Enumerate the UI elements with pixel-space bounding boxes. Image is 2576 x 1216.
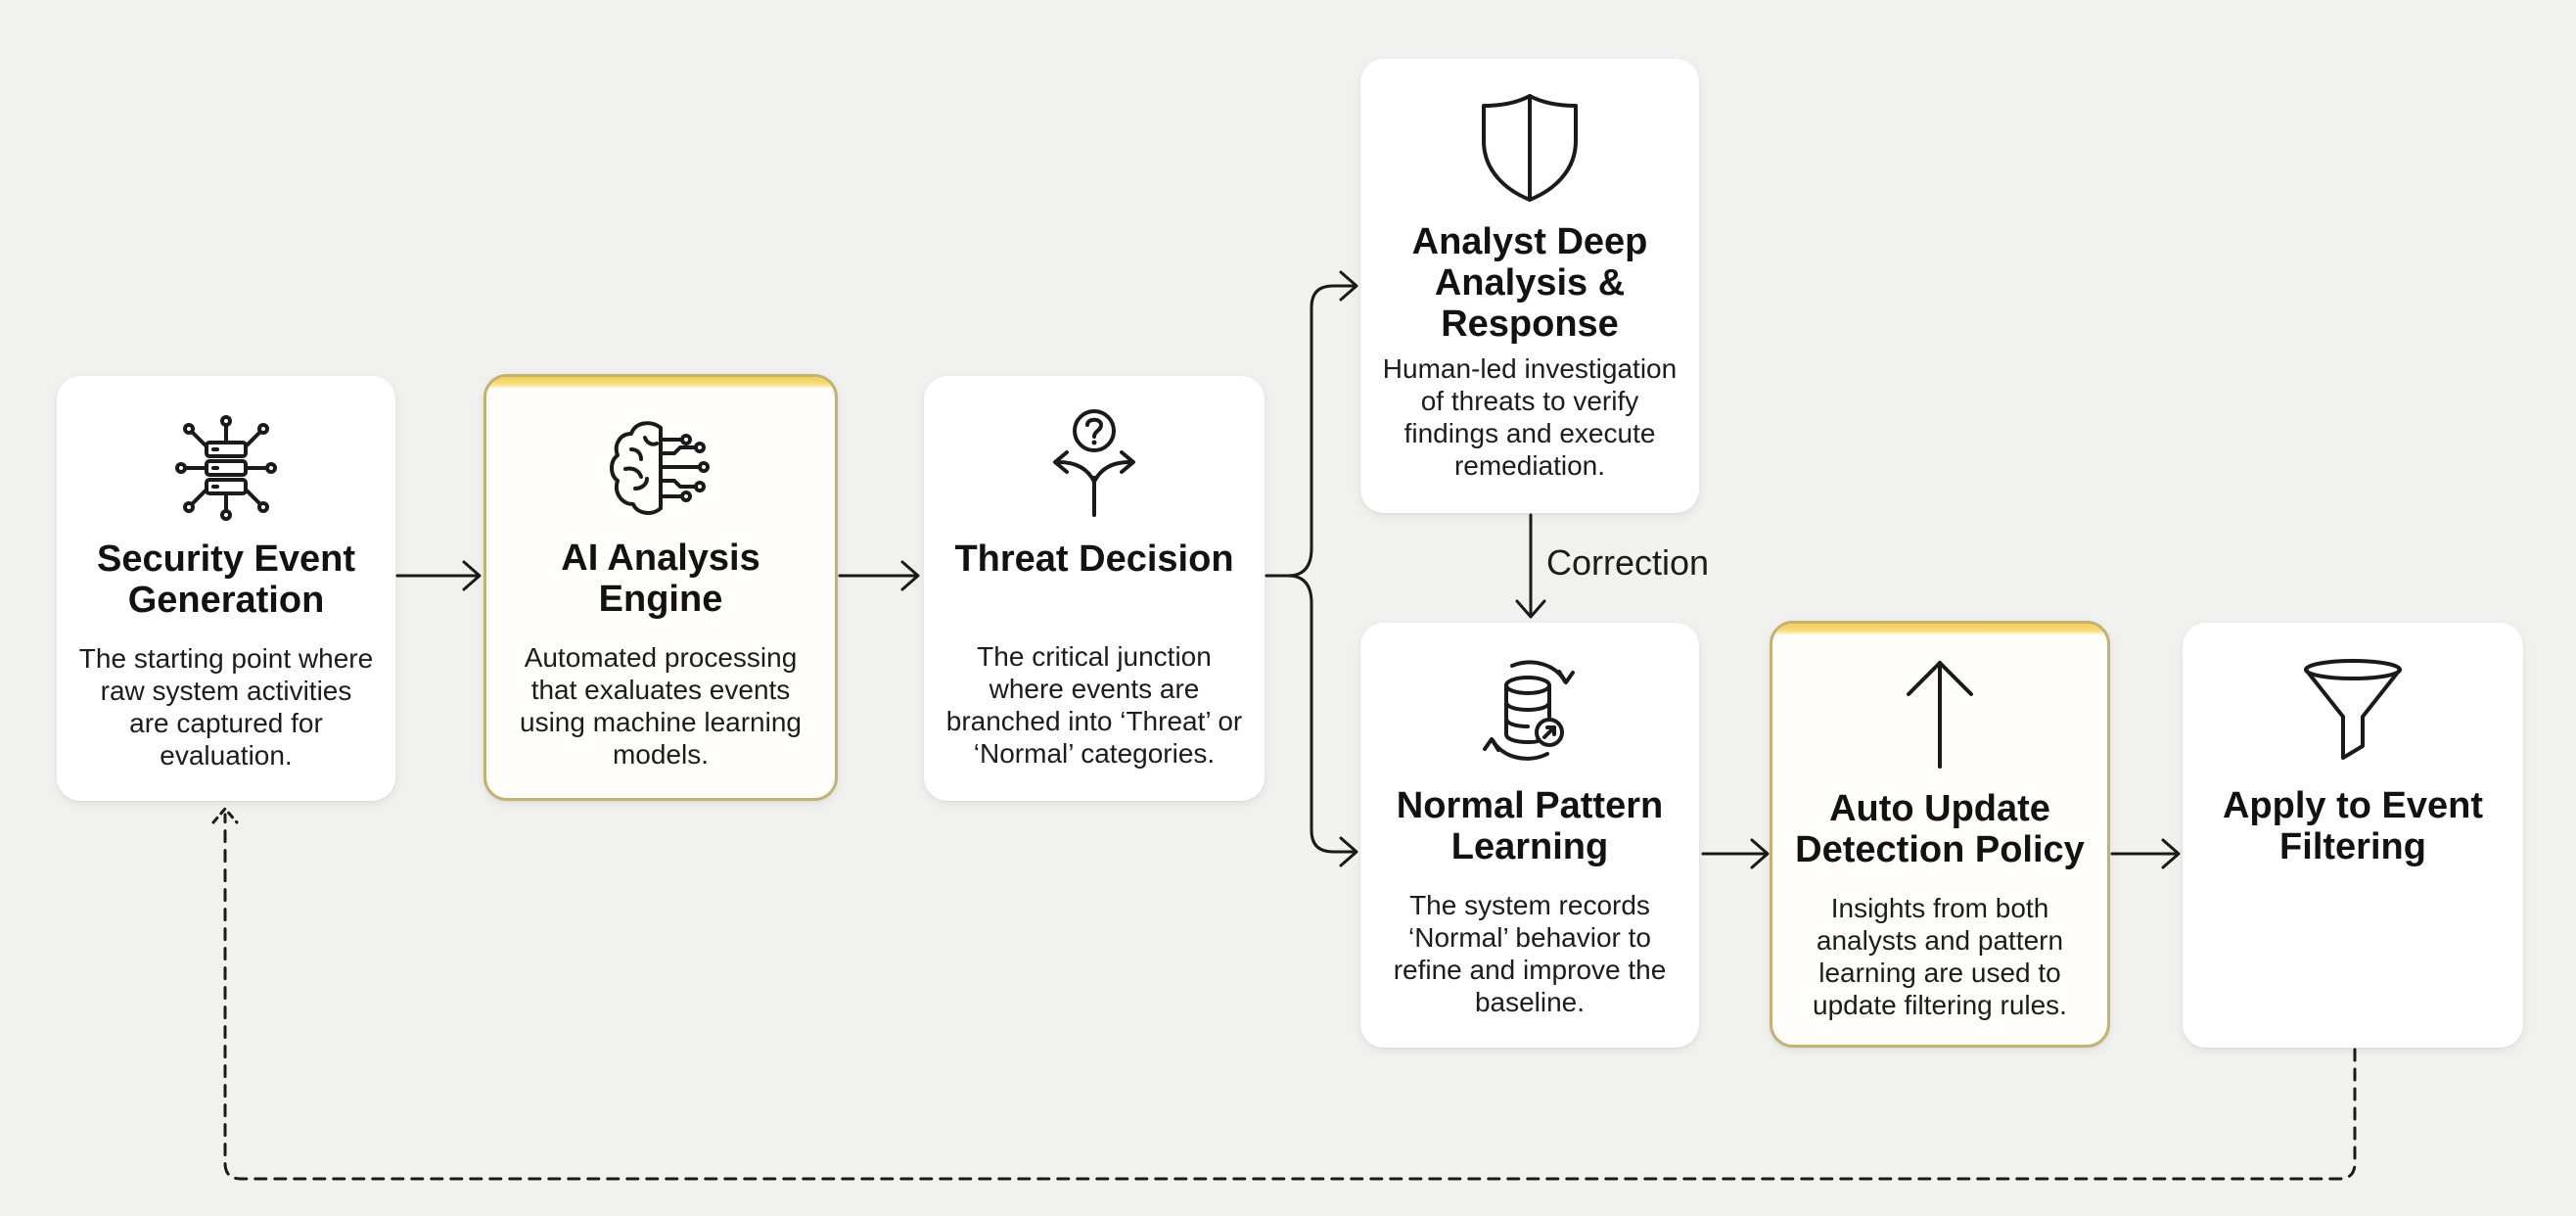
node-security-event-generation: Security Event Generation The starting p… [57, 376, 395, 801]
database-cycle-icon [1483, 660, 1575, 761]
node-auto-update-detection-policy: Auto Update Detection Policy Insights fr… [1770, 621, 2110, 1048]
node-threat-decision: Threat Decision The critical junction wh… [924, 376, 1265, 801]
brain-circuit-icon [610, 421, 710, 515]
node-description: Insights from both analysts and pattern … [1813, 893, 2067, 1020]
node-description: The critical junction where events are b… [945, 641, 1243, 769]
node-normal-pattern-learning: Normal Pattern Learning The system recor… [1360, 623, 1699, 1048]
question-fork-icon [1053, 409, 1135, 517]
edge-decision-to-normal-arrowhead [1339, 836, 1358, 867]
node-title: Security Event Generation [97, 538, 355, 621]
edge-decision-to-normal [1286, 574, 1355, 854]
node-description: The starting point where raw system acti… [78, 643, 374, 771]
node-apply-event-filtering: Apply to Event Filtering [2183, 623, 2523, 1048]
node-ai-analysis-engine: AI Analysis Engine Automated processing … [483, 374, 838, 801]
edge-feedback-loop-arrowhead [211, 807, 239, 824]
edge-decision-to-analyst [1286, 284, 1355, 578]
edge-ai-to-decision-arrowhead [900, 560, 920, 591]
node-title: Threat Decision [954, 538, 1234, 580]
correction-label: Correction [1546, 542, 1710, 583]
edge-normal-to-update-arrowhead [1750, 838, 1770, 869]
node-analyst-deep-analysis: Analyst Deep Analysis & Response Human-l… [1360, 59, 1699, 513]
node-description: Human-led investigation of threats to ve… [1382, 353, 1678, 481]
edge-event-to-ai-arrowhead [462, 560, 482, 591]
node-title: Analyst Deep Analysis & Response [1411, 221, 1648, 345]
node-title: Normal Pattern Learning [1396, 785, 1664, 867]
node-description: The system records ‘Normal’ behavior to … [1393, 890, 1667, 1017]
edge-update-to-filter-arrowhead [2161, 838, 2181, 869]
arrow-up-icon [1907, 661, 1973, 769]
edge-analyst-to-normal-arrowhead [1515, 599, 1546, 619]
edge-decision-to-analyst-arrowhead [1339, 270, 1358, 302]
node-description: Automated processing that exaluates even… [520, 642, 802, 770]
node-title: Auto Update Detection Policy [1795, 788, 2085, 870]
funnel-icon [2304, 659, 2402, 760]
edge-feedback-loop [223, 813, 2357, 1181]
shield-icon [1482, 94, 1578, 202]
node-title: AI Analysis Engine [561, 538, 760, 620]
node-title: Apply to Event Filtering [2222, 785, 2484, 867]
server-network-icon [175, 415, 277, 521]
